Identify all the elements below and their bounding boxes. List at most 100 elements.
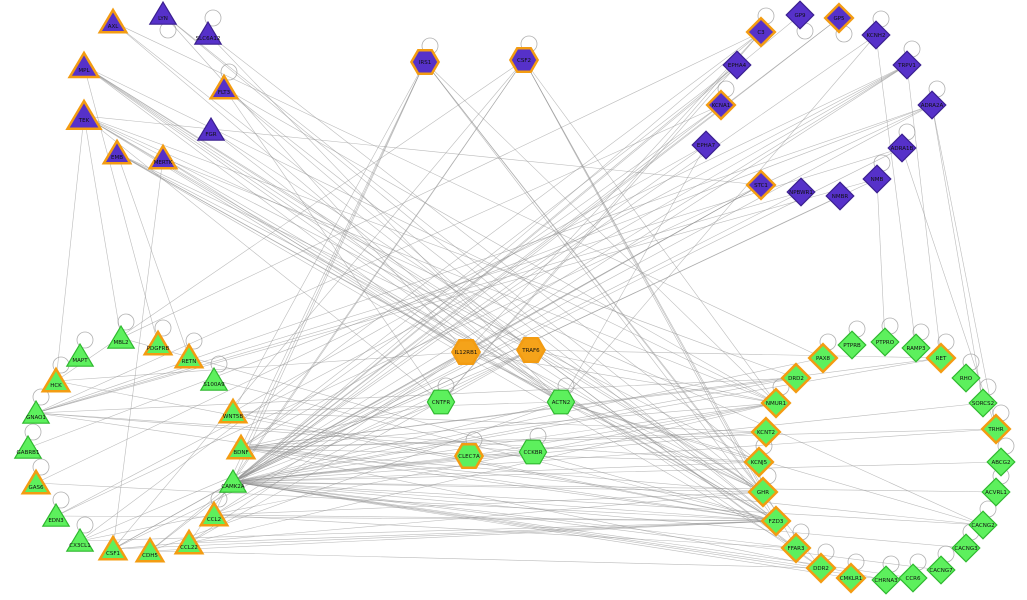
node-RET[interactable] [925, 342, 957, 374]
node-GP5[interactable] [823, 2, 855, 34]
node-RAMP3[interactable] [901, 333, 931, 363]
node-PDGFRB[interactable] [142, 329, 174, 356]
node-BDNF[interactable] [225, 433, 257, 460]
edge-FLT3-CNTFR [223, 87, 442, 403]
node-TEK[interactable] [65, 98, 103, 130]
node-SORCS2[interactable] [968, 388, 998, 418]
node-ADRA2A[interactable] [917, 90, 947, 120]
edge-CLEC7A-NMUR1 [468, 402, 777, 457]
node-MERTK[interactable] [147, 143, 179, 170]
edge-STC1-IL12RB1 [465, 184, 762, 353]
node-GNAO1[interactable] [21, 399, 51, 424]
node-C3[interactable] [745, 16, 777, 48]
node-ADRA1B[interactable] [887, 133, 917, 163]
node-ABCG2[interactable] [986, 447, 1016, 477]
node-NMUR1[interactable] [760, 387, 792, 419]
node-STC1[interactable] [745, 169, 777, 201]
node-PAX8[interactable] [807, 342, 839, 374]
node-IL12RB1[interactable] [450, 338, 482, 366]
node-CACNG3[interactable] [951, 533, 981, 563]
node-PTPRB[interactable] [837, 330, 867, 360]
node-RHO[interactable] [951, 363, 981, 393]
node-FLT3[interactable] [208, 73, 240, 100]
node-CHRNA3[interactable] [871, 565, 901, 595]
node-HCK[interactable] [40, 366, 72, 393]
edge-CAMK2A-KCNJ5 [232, 461, 760, 483]
node-TRHR[interactable] [980, 413, 1012, 445]
edge-AXL-PAX8 [112, 21, 824, 359]
node-FGR[interactable] [196, 116, 226, 141]
node-FZD3[interactable] [760, 505, 792, 537]
node-AXL[interactable] [97, 7, 129, 34]
node-CSF2[interactable] [508, 46, 540, 74]
node-CSF1[interactable] [97, 534, 129, 561]
node-CNTFR[interactable] [426, 389, 456, 415]
node-LYN[interactable] [148, 0, 178, 25]
node-PTPRO[interactable] [870, 327, 900, 357]
node-NMB[interactable] [862, 164, 892, 194]
node-MAPT[interactable] [65, 342, 95, 367]
edge-FGR-ACTN2 [210, 129, 562, 403]
edge-FZD3-WNT5B [232, 411, 777, 522]
node-GP9[interactable] [785, 0, 815, 30]
self-loop-PDGFRB [154, 319, 172, 337]
node-CCL22[interactable] [173, 528, 205, 555]
node-CX3CL1[interactable] [65, 527, 95, 552]
node-GABRB1[interactable] [13, 434, 43, 459]
node-WNT5B[interactable] [217, 397, 249, 424]
node-MPL[interactable] [67, 50, 101, 79]
edge-GHR-CSF1 [112, 491, 764, 550]
edge-CCKBR-GNAO1 [35, 412, 534, 453]
node-CCKBR[interactable] [518, 439, 548, 465]
node-CAMK2A[interactable] [218, 468, 248, 493]
node-SLC6A12[interactable] [193, 20, 223, 45]
node-IRS1[interactable] [409, 48, 441, 76]
node-KCNA1[interactable] [705, 89, 737, 121]
node-CCR6[interactable] [898, 563, 928, 593]
node-EMB[interactable] [101, 138, 133, 165]
node-FFAR3[interactable] [780, 532, 812, 564]
edge-TRAF6-CX3CL1 [79, 349, 532, 542]
node-DDR2[interactable] [805, 552, 837, 584]
edge-KCNH2-ACTN2 [560, 34, 877, 403]
node-ACTN2[interactable] [546, 389, 576, 415]
self-loop-GABRB1 [24, 423, 42, 441]
edge-TRAF6-GHR [530, 349, 764, 493]
node-EPHA4[interactable] [722, 50, 752, 80]
self-loop-MAPT [76, 331, 94, 349]
edge-CSF2-NMUR1 [523, 59, 777, 404]
edge-EPHA7-WNT5B [232, 144, 707, 413]
node-KCNJ5[interactable] [743, 446, 775, 478]
edge-FZD3-CDH5 [149, 520, 777, 552]
node-EDN3[interactable] [41, 502, 71, 527]
node-TRAF6[interactable] [515, 336, 547, 364]
edge-KCNA1-GNAO1 [35, 104, 722, 414]
edge-NMUR1-CX3CL1 [79, 402, 777, 542]
node-MBL2[interactable] [106, 324, 136, 349]
node-CACNG7[interactable] [926, 555, 956, 585]
node-ACVRL1[interactable] [981, 477, 1011, 507]
node-NPBWR1[interactable] [786, 177, 816, 207]
node-CACNG2[interactable] [968, 510, 998, 540]
edge-SLC6A12-ACTN2 [207, 33, 562, 403]
node-CMKLR1[interactable] [835, 562, 867, 594]
node-RETN[interactable] [173, 342, 205, 369]
node-KCNH2[interactable] [861, 20, 891, 50]
edge-BDNF-NMUR1 [240, 402, 777, 449]
node-GHR[interactable] [747, 476, 779, 508]
node-TRPV1[interactable] [892, 50, 922, 80]
node-KCNT2[interactable] [750, 416, 782, 448]
edge-CAMK2A-TRHR [232, 428, 997, 483]
node-CCL2[interactable] [198, 500, 230, 527]
node-GAS6[interactable] [20, 468, 52, 495]
node-EPHA7[interactable] [691, 130, 721, 160]
edge-FGR-GHR [210, 129, 764, 493]
node-CDH5[interactable] [134, 536, 166, 563]
edge-TRPV1-BDNF [240, 64, 908, 449]
node-S100A9[interactable] [199, 366, 229, 391]
node-DRD2[interactable] [780, 362, 812, 394]
edge-AXL-TRAF6 [112, 21, 532, 351]
node-CLEC7A[interactable] [453, 442, 485, 470]
node-NMBR[interactable] [825, 181, 855, 211]
